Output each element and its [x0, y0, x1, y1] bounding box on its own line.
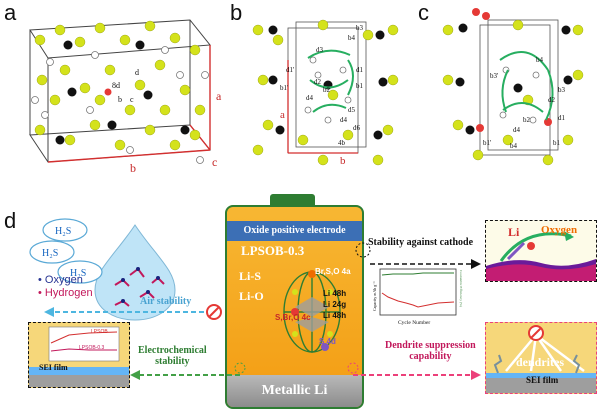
site-d-label: d	[135, 68, 139, 77]
site-b2: b2	[323, 86, 331, 94]
legend-oxygen: • Oxygen	[38, 274, 83, 286]
site-b4: b4	[348, 34, 356, 42]
site-li-48h-b: Li 48h	[323, 311, 347, 320]
site-b1: b1	[356, 82, 364, 90]
site-b-label: b	[118, 95, 122, 104]
cathode-arrow	[355, 242, 481, 269]
site-c-d2: d2	[548, 96, 556, 104]
panel-c-crystal: b3' b4 b3 d2 d1 b2 d4 b1' b1 b4	[442, 8, 584, 166]
legend-hydrogen: • Hydrogen	[38, 287, 93, 299]
dendrite-box: dendrites SEI film	[485, 322, 597, 394]
molecule-h2s-3: H₂S	[70, 268, 86, 279]
argyrodite-cage	[283, 270, 341, 353]
site-c-b3p: b3'	[490, 72, 498, 80]
site-d1p: d1'	[286, 66, 294, 74]
site-b3: b3	[356, 24, 364, 32]
right-li-label: Li	[508, 225, 520, 239]
site-d1: d1	[356, 66, 364, 74]
panel-label-a: a	[4, 0, 17, 25]
cathode-interface-box: Li Oxygen	[485, 220, 597, 282]
site-c-b1p: b1'	[483, 139, 491, 147]
air-stability-arrow	[44, 304, 222, 320]
li-s-label: Li-S	[239, 269, 262, 283]
cycle-chart-y2label: Coulombic Efficiency (%)	[459, 270, 463, 308]
left-sei-label: SEI film	[39, 363, 68, 372]
molecule-h2s-2: H₂S	[42, 248, 58, 259]
axis-b-label-b: b	[340, 155, 346, 167]
site-li-48h-a: Li 48h	[323, 289, 347, 298]
cycle-chart-xlabel: Cycle Number	[398, 320, 430, 326]
right-oxygen-label: Oxygen	[541, 224, 578, 236]
molecule-h2s-1: H₂S	[55, 226, 71, 237]
site-c-b4: b4	[536, 56, 544, 64]
site-c-b3: b3	[558, 86, 566, 94]
panel-a-crystal: a b c 8d b c d	[29, 19, 222, 175]
site-c-b4b: b4	[510, 142, 518, 150]
panel-b-crystal: a b d3 b3 d1' b1' d2 d1 b2 b1 d4 d5 d6 b…	[252, 19, 399, 167]
air-stability-droplet: H₂S H₂S H₂S	[29, 218, 176, 321]
site-c-label: c	[130, 95, 134, 104]
cathode-interface-art	[486, 231, 596, 281]
anode-layer: Metallic Li	[227, 375, 362, 407]
dendrite-art	[486, 325, 596, 393]
site-d2: d2	[314, 78, 322, 86]
site-c-d1: d1	[558, 114, 566, 122]
li-o-label: Li-O	[239, 289, 264, 303]
site-br-s-o-4a: Br,S,O 4a	[315, 267, 351, 276]
site-d5: d5	[348, 106, 356, 114]
site-c-b1: b1	[553, 139, 561, 147]
panel-label-c: c	[418, 0, 429, 25]
electrolyte-label: LPSOB-0.3	[241, 243, 305, 258]
site-d3: d3	[316, 46, 324, 54]
axis-a-label-b: a	[280, 109, 285, 121]
axis-c-label: c	[212, 155, 217, 169]
right-sei-label: SEI film	[526, 375, 559, 385]
site-d6: d6	[353, 124, 361, 132]
panel-label-b: b	[230, 0, 243, 25]
axis-a-label: a	[216, 89, 222, 103]
site-c-d4: d4	[513, 126, 521, 134]
site-li-24g: Li 24g	[323, 300, 347, 309]
cycle-performance-chart: Cycle Number Capacity mAh g⁻¹ Coulombic …	[372, 268, 463, 326]
dendrite-suppression-label: Dendrite suppression capability	[385, 340, 476, 362]
site-d4: d4	[306, 94, 314, 102]
left-sei-box: LPSOB LPSOB-0.3 SEI film	[28, 322, 130, 388]
battery-terminal	[270, 194, 315, 208]
site-b1p: b1'	[280, 84, 288, 92]
site-d4b: d4	[340, 116, 348, 124]
site-8d-label: 8d	[112, 81, 120, 90]
cycle-chart-ylabel: Capacity mAh g⁻¹	[372, 281, 377, 311]
left-chart-series1: LPSOB	[91, 329, 108, 335]
site-s-4d: S 4d	[319, 337, 336, 346]
site-s-br-o-4c: S,Br,O 4c	[275, 313, 311, 322]
air-stability-label: Air stability	[140, 296, 192, 307]
electrochem-arrow	[130, 362, 246, 380]
cathode-layer: Oxide positive electrode	[227, 221, 362, 241]
dendrites-label: dendrites	[516, 355, 564, 369]
site-c-b2: b2	[523, 116, 531, 124]
panel-label-d: d	[4, 208, 17, 233]
stability-cathode-label: Stability against cathode	[368, 237, 474, 248]
axis-b-label: b	[130, 161, 136, 175]
electrochem-label: Electrochemical stability	[138, 345, 207, 367]
site-4b: 4b	[338, 139, 346, 147]
dendrite-arrow	[347, 362, 481, 380]
battery-cell: Oxide positive electrode LPSOB-0.3 Li-S …	[225, 205, 364, 409]
left-chart-series2: LPSOB-0.3	[79, 345, 105, 351]
left-sei-art	[29, 326, 129, 387]
